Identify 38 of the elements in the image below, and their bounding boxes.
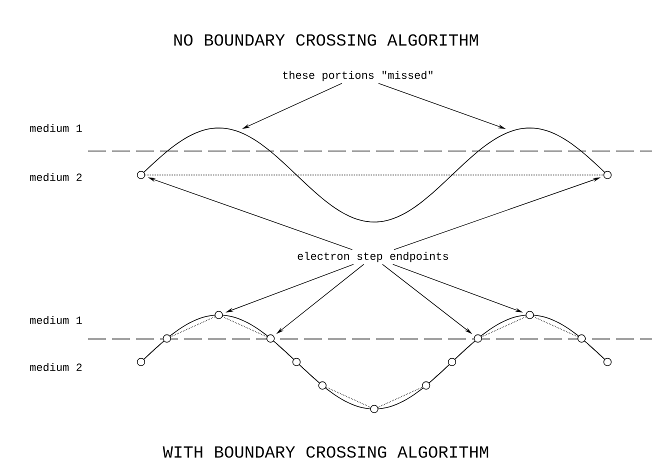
medium-label: medium 2 [30,172,82,182]
endpoint-circle [370,404,378,414]
step-line [144,174,604,176]
endpoint-circle [136,358,146,366]
medium-label: medium 1 [30,124,82,132]
trajectory-curve [167,128,270,152]
endpoint-circle [448,358,456,366]
endpoint-circle [266,334,275,343]
endpoint-circle [474,334,482,343]
step-line [378,386,423,408]
endpoint-circle [603,170,612,180]
medium-label: medium 1 [30,316,82,324]
endpoint-circle [422,381,430,390]
medium-label: medium 2 [30,362,82,372]
endpoint-circle [136,170,146,180]
title: NO BOUNDARY CROSSING ALGORITHM [174,34,478,46]
step-line [428,364,450,384]
endpoint-circle [318,381,327,390]
endpoint-circle [214,310,223,320]
endpoint-circle [526,310,534,320]
caption: WITH BOUNDARY CROSSING ALGORITHM [162,446,488,458]
step-line [584,340,605,360]
endpoint-circle [603,358,612,366]
step-line [144,340,164,360]
endpoint-circle [292,358,301,366]
endpoint-circle [578,334,586,343]
callout-text: these portions "missed" [283,70,432,82]
step-line [454,340,476,360]
step-line [170,316,216,338]
trajectory-curve [478,128,582,152]
endpoint-circle [162,334,172,343]
step-line [481,316,526,338]
step-line [533,316,578,338]
step-line [299,364,320,384]
callout-text: electron step endpoints [298,252,448,262]
step-line [222,316,268,338]
step-line [273,340,294,360]
step-line [326,386,371,408]
